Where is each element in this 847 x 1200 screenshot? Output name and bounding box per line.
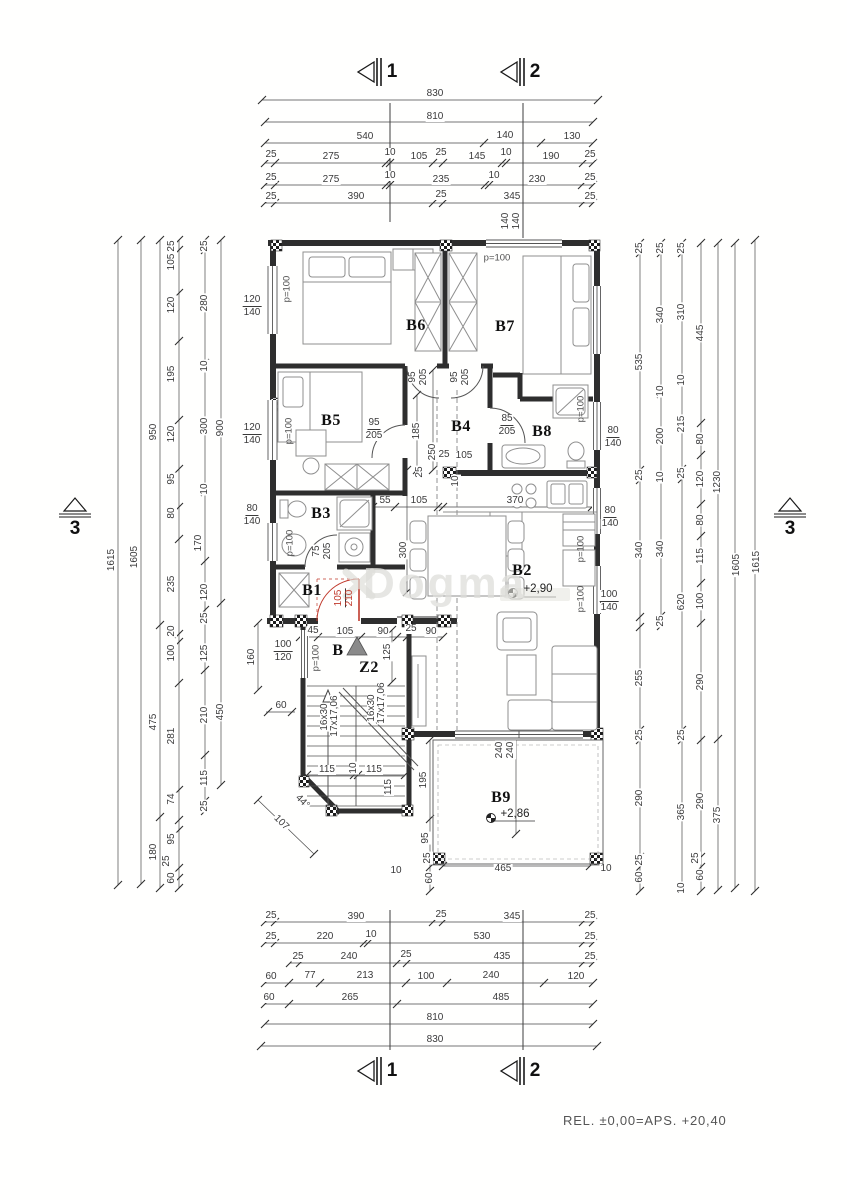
bed-b6 <box>302 251 392 345</box>
staircase <box>307 685 419 807</box>
elevation-note: REL. ±0,00=APS. +20,40 <box>563 1113 727 1128</box>
door-arc-b6 <box>406 365 440 399</box>
section-marker-3-right-icon <box>774 497 806 518</box>
kitchen-units <box>562 513 596 587</box>
sink-b8 <box>501 444 546 469</box>
watermark-logo-icon <box>342 568 376 600</box>
wardrobe-b6 <box>414 252 442 352</box>
entry-triangle-icon <box>346 636 368 656</box>
furniture <box>277 248 598 731</box>
door-arc-b7 <box>450 365 484 399</box>
terrace-outline <box>432 739 604 865</box>
bed-b7 <box>522 255 592 375</box>
toilet-b3 <box>279 499 307 519</box>
symbols <box>59 58 806 1085</box>
washer-b3 <box>338 532 371 563</box>
desk-b5 <box>295 429 327 475</box>
wardrobe-b5 <box>324 463 390 491</box>
sink-b3 <box>281 533 307 557</box>
door-arc-b3 <box>304 534 338 568</box>
windows <box>266 238 603 740</box>
section-marker-1-top-icon <box>356 58 382 86</box>
section-marker-3-left-icon <box>59 497 91 518</box>
toilet-b8 <box>566 441 586 469</box>
dining-table <box>427 515 507 597</box>
shower-b8 <box>552 384 589 419</box>
shower-b3 <box>336 496 373 531</box>
wardrobe-b7 <box>448 252 478 352</box>
section-marker-2-top-icon <box>499 58 525 86</box>
armchair-b2 <box>496 611 538 651</box>
sofa-b2 <box>507 645 598 731</box>
door-arc-b5 <box>371 424 406 459</box>
wardrobe-b1 <box>278 572 310 608</box>
tv-unit-b2 <box>411 655 427 727</box>
coffee-table-b2 <box>506 654 537 696</box>
door-arc-b8 <box>489 407 526 444</box>
watermark-subtext-bar <box>500 588 570 601</box>
section-marker-1-bottom-icon <box>356 1057 382 1085</box>
level-marker-b9-icon <box>486 813 496 823</box>
kitchen-counter <box>443 480 597 513</box>
section-marker-2-bottom-icon <box>499 1057 525 1085</box>
stair-break-line <box>338 687 419 771</box>
watermark-text: Dogma <box>362 559 528 608</box>
